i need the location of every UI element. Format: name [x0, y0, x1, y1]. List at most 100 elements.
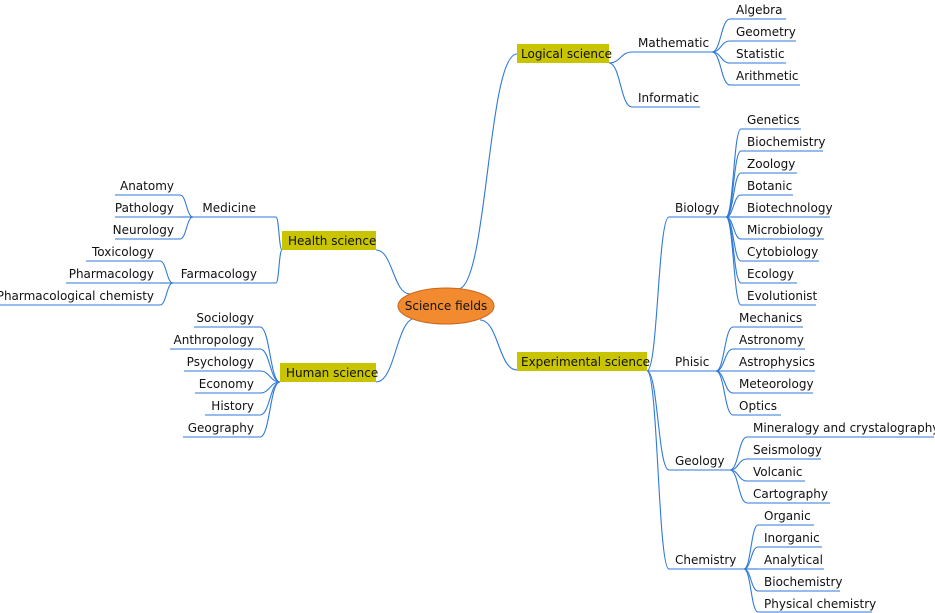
branch-node-human-science[interactable]: Human science	[280, 363, 378, 382]
leaf-geography[interactable]: Geography	[183, 421, 260, 438]
node-biology[interactable]: Biology	[669, 201, 726, 218]
root-node[interactable]: Science fields	[397, 287, 495, 325]
leaf-genetics[interactable]: Genetics	[741, 113, 801, 130]
leaf-volcanic[interactable]: Volcanic	[747, 465, 805, 482]
edge-experimental-biology	[646, 216, 670, 372]
leaf-arithmetic[interactable]: Arithmetic	[730, 69, 800, 86]
node-geology-label: Geology	[675, 454, 724, 468]
leaf-geography-label: Geography	[188, 421, 254, 435]
leaf-microbiology[interactable]: Microbiology	[741, 223, 824, 240]
node-farmacology-label: Farmacology	[181, 267, 257, 281]
leaf-psychology[interactable]: Psychology	[184, 355, 260, 372]
edge-geology-mineralogy	[729, 436, 748, 471]
edge-phisic-optics	[715, 370, 734, 416]
leaf-geometry[interactable]: Geometry	[730, 25, 796, 42]
leaf-ecology-label: Ecology	[747, 267, 794, 281]
node-farmacology[interactable]: Farmacology	[173, 267, 276, 284]
node-phisic-label: Phisic	[675, 355, 709, 369]
edge-geology-seismology	[729, 458, 748, 471]
node-phisic[interactable]: Phisic	[669, 355, 716, 372]
leaf-analytical[interactable]: Analytical	[758, 553, 824, 570]
leaf-pharmacological-chemisty[interactable]: Pharmacological chemisty	[0, 289, 160, 306]
leaf-astrophysics[interactable]: Astrophysics	[733, 355, 815, 372]
leaf-analytical-label: Analytical	[764, 553, 823, 567]
leaf-zoology-label: Zoology	[747, 157, 795, 171]
node-mathematic[interactable]: Mathematic	[632, 36, 712, 53]
leaf-genetics-label: Genetics	[747, 113, 800, 127]
edge-phisic-astronomy	[715, 348, 734, 372]
branch-node-logical-science-box	[517, 44, 609, 63]
leaf-organic[interactable]: Organic	[758, 509, 814, 526]
leaf-pharmacology-label: Pharmacology	[69, 267, 154, 281]
leaf-seismology[interactable]: Seismology	[747, 443, 822, 460]
edge-health-farmacology	[275, 249, 283, 284]
leaf-biotechnology[interactable]: Biotechnology	[741, 201, 833, 218]
node-chemistry[interactable]: Chemistry	[669, 553, 744, 570]
leaf-biochemistry-label: Biochemistry	[747, 135, 826, 149]
node-informatic[interactable]: Informatic	[632, 91, 700, 108]
leaf-sociology[interactable]: Sociology	[194, 311, 260, 328]
edge-root-health	[375, 249, 411, 295]
leaf-cytobiology[interactable]: Cytobiology	[741, 245, 819, 262]
leaf-mechanics[interactable]: Mechanics	[733, 311, 803, 328]
edge-logical-informatic	[608, 62, 633, 108]
leaf-physical-chemistry[interactable]: Physical chemistry	[758, 597, 876, 613]
leaf-anatomy[interactable]: Anatomy	[115, 179, 180, 196]
branch-node-health-science-box	[282, 231, 376, 250]
leaf-inorganic[interactable]: Inorganic	[758, 531, 822, 548]
branch-node-logical-science[interactable]: Logical science	[517, 44, 612, 63]
leaf-biotechnology-label: Biotechnology	[747, 201, 833, 215]
leaf-ecology[interactable]: Ecology	[741, 267, 797, 284]
leaf-organic-label: Organic	[764, 509, 811, 523]
leaf-economy-label: Economy	[199, 377, 254, 391]
leaf-anthropology-label: Anthropology	[174, 333, 255, 347]
branch-node-experimental-science[interactable]: Experimental science	[517, 352, 650, 371]
branch-node-logical-science-label: Logical science	[521, 47, 612, 61]
leaf-zoology[interactable]: Zoology	[741, 157, 797, 174]
leaf-cartography[interactable]: Cartography	[747, 487, 830, 504]
leaf-microbiology-label: Microbiology	[747, 223, 823, 237]
leaf-cartography-label: Cartography	[753, 487, 828, 501]
leaf-algebra-label: Algebra	[736, 3, 782, 17]
leaf-evolutionist[interactable]: Evolutionist	[741, 289, 818, 306]
node-geology[interactable]: Geology	[669, 454, 730, 471]
node-medicine[interactable]: Medicine	[193, 201, 276, 218]
leaf-botanic-label: Botanic	[747, 179, 792, 193]
leaf-biochemistry-chem[interactable]: Biochemistry	[758, 575, 843, 592]
leaf-economy[interactable]: Economy	[195, 377, 260, 394]
edge-root-human	[375, 317, 417, 383]
node-chemistry-label: Chemistry	[675, 553, 736, 567]
leaf-evolutionist-label: Evolutionist	[747, 289, 818, 303]
node-medicine-label: Medicine	[202, 201, 256, 215]
leaf-biochemistry[interactable]: Biochemistry	[741, 135, 826, 152]
leaf-toxicology[interactable]: Toxicology	[86, 245, 160, 262]
leaf-arithmetic-label: Arithmetic	[736, 69, 799, 83]
leaf-optics[interactable]: Optics	[733, 399, 781, 416]
leaf-statistic[interactable]: Statistic	[730, 47, 786, 64]
edge-human-sociology	[259, 326, 281, 383]
edge-experimental-geology	[646, 370, 670, 471]
edge-chemistry-physical	[743, 568, 759, 613]
leaf-pathology[interactable]: Pathology	[115, 201, 180, 218]
leaf-pharmacology[interactable]: Pharmacology	[66, 267, 160, 284]
leaf-inorganic-label: Inorganic	[764, 531, 820, 545]
leaf-botanic[interactable]: Botanic	[741, 179, 793, 196]
leaf-meteorology-label: Meteorology	[739, 377, 814, 391]
leaf-astronomy[interactable]: Astronomy	[733, 333, 805, 350]
mind-map-edges	[159, 18, 759, 613]
leaf-meteorology[interactable]: Meteorology	[733, 377, 814, 394]
leaf-neurology[interactable]: Neurology	[113, 223, 180, 240]
leaf-algebra[interactable]: Algebra	[730, 3, 786, 20]
edge-medicine-anatomy	[179, 194, 194, 218]
edge-farmacology-toxicology	[159, 260, 174, 284]
leaf-history[interactable]: History	[205, 399, 260, 416]
branch-node-human-science-label: Human science	[286, 366, 378, 380]
root-node-shape	[397, 287, 495, 325]
edge-mathematic-algebra	[711, 18, 731, 53]
edge-phisic-meteorology	[715, 370, 734, 394]
branch-node-health-science[interactable]: Health science	[282, 231, 376, 250]
leaf-anthropology[interactable]: Anthropology	[170, 333, 260, 350]
leaf-mineralogy[interactable]: Mineralogy and crystalography	[747, 421, 935, 438]
leaf-statistic-label: Statistic	[736, 47, 785, 61]
